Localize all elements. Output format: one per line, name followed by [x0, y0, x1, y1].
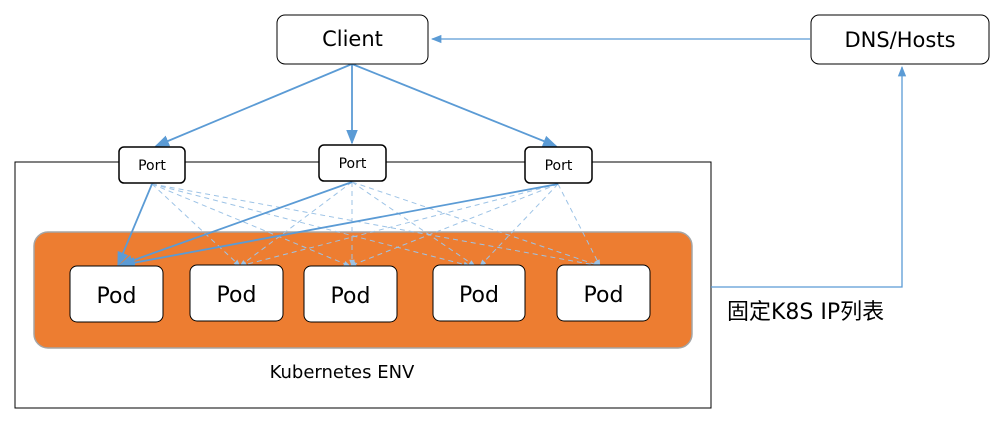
port-node: Port — [318, 144, 387, 182]
pod-label: Pod — [97, 284, 137, 309]
client-port-links — [154, 63, 558, 147]
pod-node: Pod — [69, 265, 164, 323]
pod-node: Pod — [303, 265, 398, 323]
pod-label: Pod — [331, 284, 371, 309]
pod-label: Pod — [584, 283, 624, 308]
client-label: Client — [322, 27, 383, 51]
pod-node: Pod — [432, 264, 526, 322]
pod-label: Pod — [217, 283, 257, 308]
dashed-port-pod-links — [151, 181, 601, 268]
dns-hosts-node: DNS/Hosts — [810, 14, 990, 65]
fixed-ip-list-annotation: 固定K8S IP列表 — [727, 300, 884, 325]
dns-hosts-label: DNS/Hosts — [844, 28, 955, 52]
port-node: Port — [524, 146, 593, 184]
port-label: Port — [339, 156, 367, 172]
port-node: Port — [118, 146, 186, 184]
solid-port-pod-links — [117, 181, 559, 269]
port-label: Port — [545, 158, 573, 174]
pod-node: Pod — [189, 264, 284, 322]
kubernetes-env-label: Kubernetes ENV — [270, 362, 415, 383]
env-dns-link — [711, 65, 907, 288]
pod-node: Pod — [556, 264, 651, 322]
client-node: Client — [276, 14, 429, 65]
port-label: Port — [138, 158, 166, 174]
pod-label: Pod — [459, 283, 499, 308]
